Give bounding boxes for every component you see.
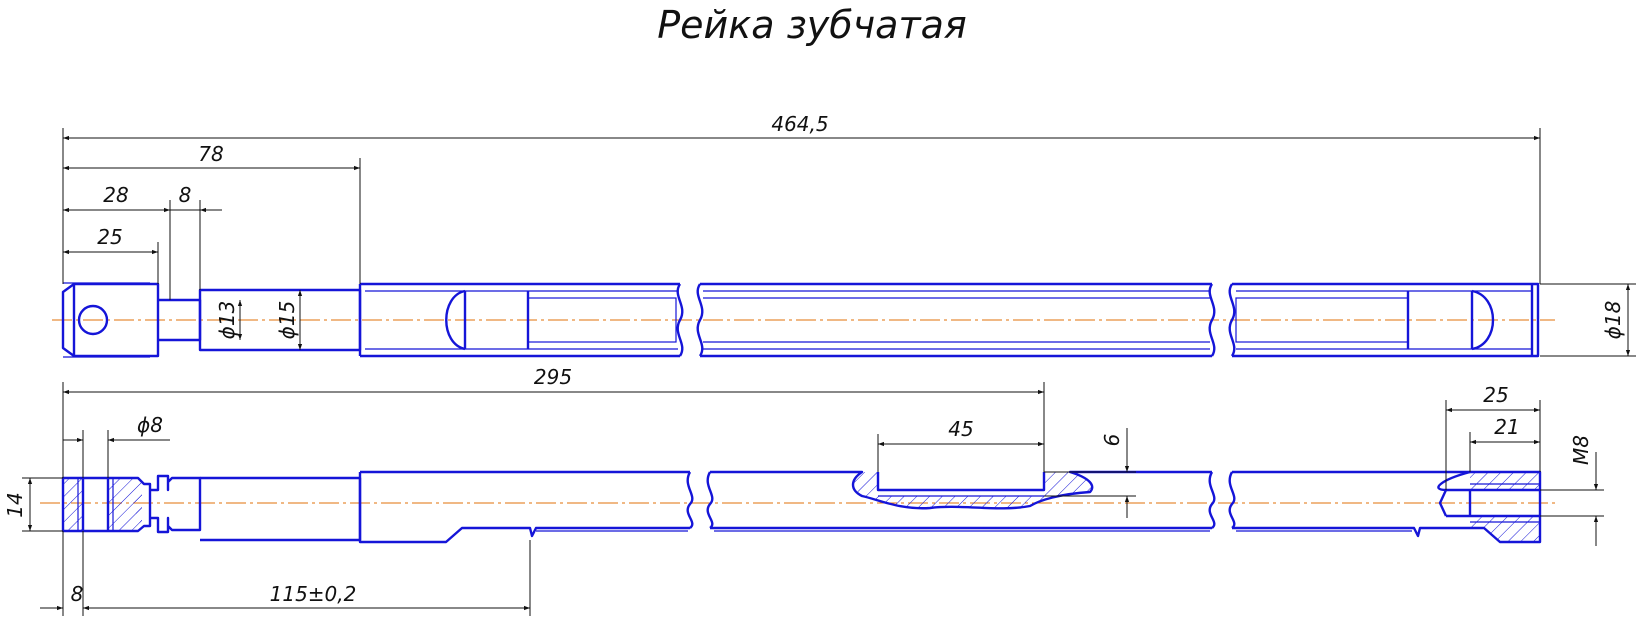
drawing-title: Рейка зубчатая [657,3,966,47]
dim-dia8-label: ϕ8 [137,413,163,437]
dim-25-left-label: 25 [97,225,122,249]
tooth-cut [876,472,1046,492]
dim-6-label: 6 [1100,434,1124,447]
body-section-1 [358,282,680,358]
shank-lower [200,476,362,542]
crosshole-end [61,476,152,533]
dim-dia18-label: ϕ18 [1601,301,1625,340]
dim-m8-label: M8 [1569,435,1593,465]
dim-21-label: 21 [1494,415,1519,439]
slot-right-end [1471,289,1495,351]
top-dimensions: 464,5 78 28 8 25 ϕ13 ϕ15 ϕ18 [62,112,1636,357]
dim-dia13-label: ϕ13 [215,301,239,340]
dim-28-label: 28 [103,183,128,207]
rack-section-2-top [710,470,1212,510]
dim-8-bottom-label: 8 [71,582,84,606]
dim-8-top-label: 8 [179,183,192,207]
dim-dia15-label: ϕ15 [275,301,299,340]
threaded-hole [1438,488,1540,518]
bottom-view [40,470,1555,544]
body-section-3 [1232,282,1540,358]
rack-section-2 [706,471,1212,530]
eye-hole [77,304,109,336]
dim-115-label: 115±0,2 [270,582,357,606]
collar-groove [150,474,202,534]
dim-45-label: 45 [948,417,973,441]
dim-25-right-label: 25 [1483,383,1508,407]
dim-14-label: 14 [3,492,27,517]
dim-total-length-label: 464,5 [771,112,828,136]
top-view [52,282,1555,358]
slot-left-end [445,289,466,351]
bottom-dimensions: 295 ϕ8 14 8 115±0,2 45 6 2 [3,365,1604,616]
dim-78-label: 78 [198,142,223,166]
body-section-2 [700,282,1212,358]
dim-295-label: 295 [534,365,572,389]
rack-section-1 [358,470,690,544]
